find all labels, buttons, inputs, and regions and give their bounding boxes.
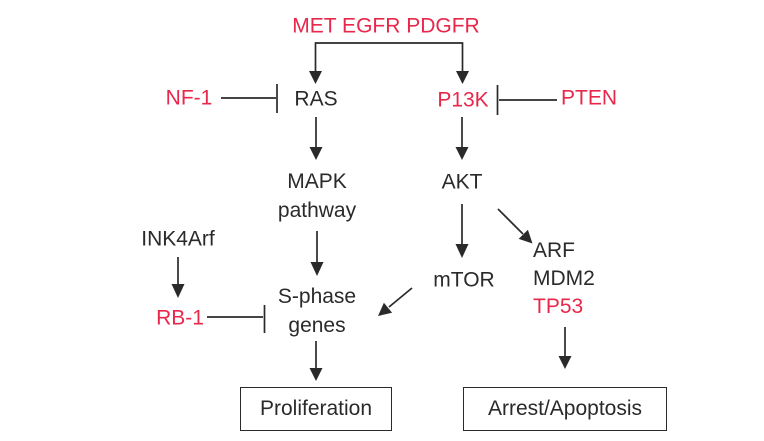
node-rb1: RB-1 [156, 306, 204, 330]
arrow-sphase-to-proliferation [309, 341, 323, 381]
sphase-line1: S-phase [277, 285, 357, 308]
node-tp53: TP53 [533, 295, 584, 318]
arrow-ras-to-mapk [309, 117, 323, 160]
arrow-tp53-to-arrest [558, 327, 572, 369]
arrow-mtor-to-sphase [378, 287, 413, 316]
node-mdm2: MDM2 [533, 267, 595, 290]
sphase-line2: genes [288, 314, 346, 337]
arrow-akt-to-arf [497, 208, 533, 244]
arrow-receptors-to-ras-p13k [309, 42, 469, 84]
arrest-apoptosis-box: Arrest/Apoptosis [463, 387, 667, 431]
node-ink4arf: INK4Arf [141, 227, 215, 251]
node-arf: ARF [533, 239, 575, 262]
mapk-line1: MAPK [287, 170, 347, 193]
arrow-p13k-to-akt [455, 117, 469, 160]
node-nf1: NF-1 [165, 86, 213, 110]
arrow-akt-to-mtor [455, 204, 469, 258]
node-receptors: MET EGFR PDGFR [292, 14, 480, 38]
node-p13k: P13K [437, 88, 489, 112]
node-mtor: mTOR [433, 268, 495, 292]
node-sphase-genes: S-phase genes [278, 282, 356, 340]
arrest-apoptosis-label: Arrest/Apoptosis [487, 397, 643, 420]
proliferation-box: Proliferation [240, 387, 392, 431]
tbar-rb1-to-sphase [207, 305, 266, 333]
tbar-pten-to-p13k [496, 85, 557, 115]
arrow-mapk-to-sphase [310, 231, 324, 276]
node-ras: RAS [294, 87, 338, 111]
arrow-ink4arf-to-rb1 [171, 257, 185, 298]
node-arf-mdm2-tp53: ARF MDM2 TP53 [533, 237, 595, 321]
node-akt: AKT [441, 170, 483, 194]
node-mapk-pathway: MAPK pathway [278, 167, 356, 225]
proliferation-label: Proliferation [259, 397, 373, 420]
node-pten: PTEN [560, 86, 618, 110]
tbar-nf1-to-ras [221, 84, 278, 113]
mapk-line2: pathway [277, 199, 357, 222]
